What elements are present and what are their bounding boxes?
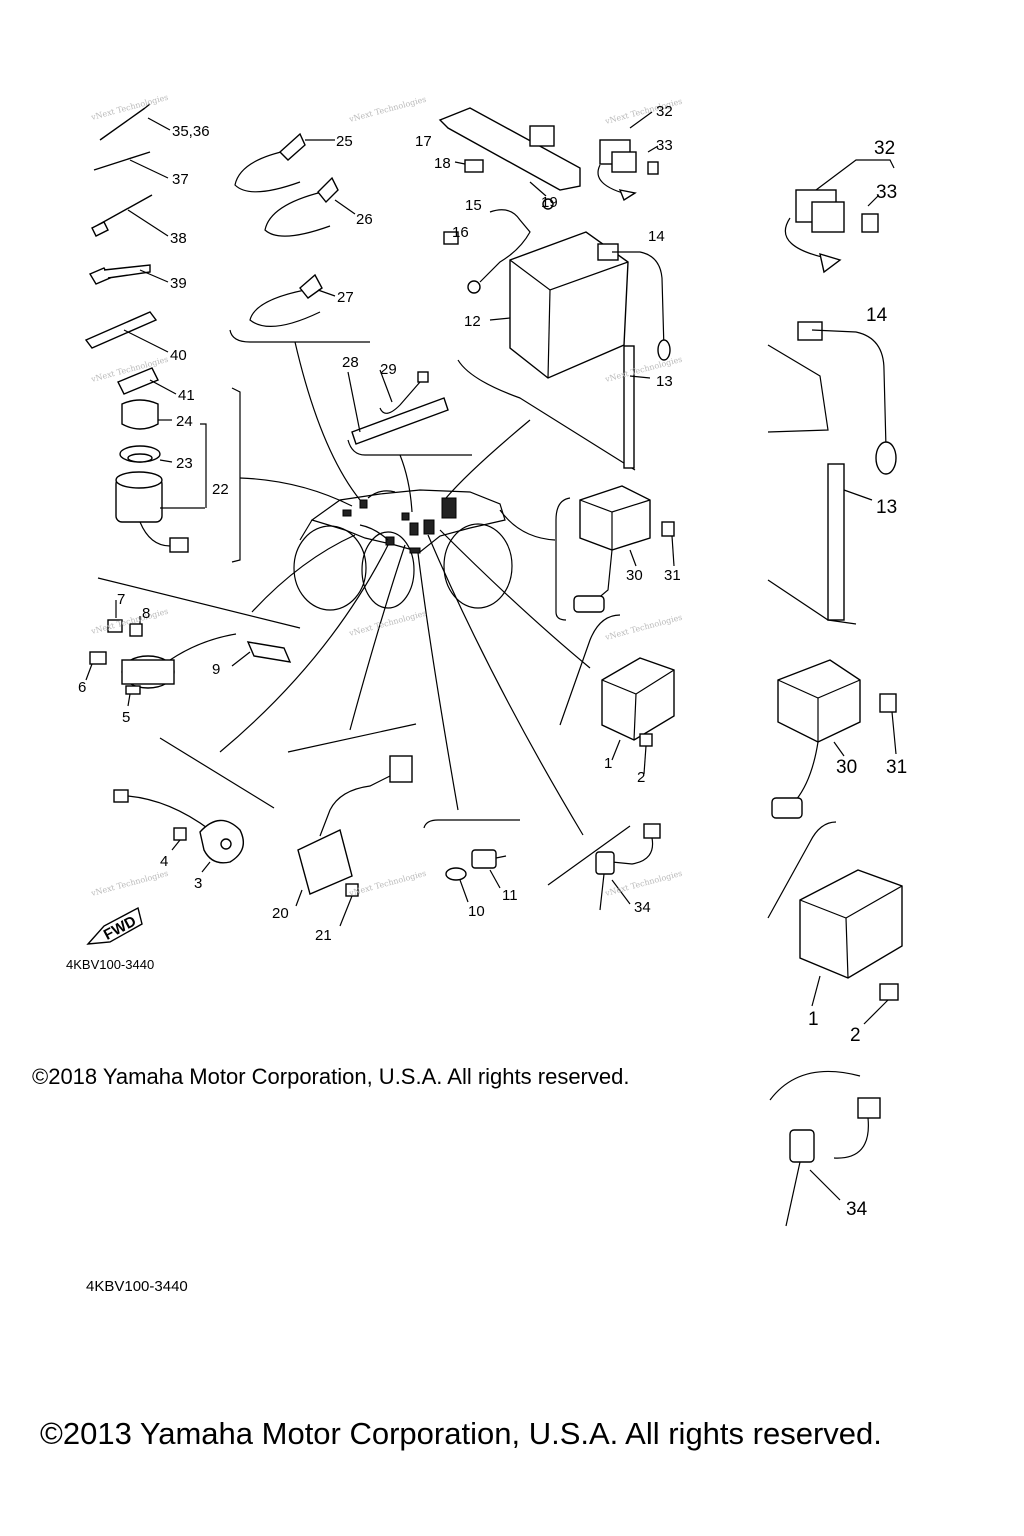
ignition-coil-group xyxy=(573,485,675,613)
callout-28: 28 xyxy=(342,354,359,371)
callout-7: 7 xyxy=(117,591,125,608)
starter-relay-group xyxy=(597,111,659,202)
callout-18: 18 xyxy=(434,155,451,172)
callout-17: 17 xyxy=(415,133,432,150)
callout-4: 4 xyxy=(160,853,168,870)
callout-25: 25 xyxy=(336,133,353,150)
group-brackets xyxy=(97,329,636,886)
detail-callout-30: 30 xyxy=(836,757,857,778)
callout-32: 32 xyxy=(656,103,673,120)
callout-15: 15 xyxy=(465,197,482,214)
callout-19: 19 xyxy=(541,194,558,211)
svg-text:vNext Technologies: vNext Technologies xyxy=(347,95,427,125)
copyright-2018: ©2018 Yamaha Motor Corporation, U.S.A. A… xyxy=(32,1064,630,1089)
detail-sensor xyxy=(769,1070,881,1227)
cable-ties-group xyxy=(84,103,177,395)
detail-coil xyxy=(771,659,897,819)
callout-37: 37 xyxy=(172,171,189,188)
detail-cdi xyxy=(767,821,903,1025)
detail-callout-2: 2 xyxy=(850,1025,861,1046)
fwd-arrow-icon: FWD xyxy=(86,906,143,945)
callout-33: 33 xyxy=(656,137,673,154)
pickup-coil-group xyxy=(85,600,292,707)
svg-text:vNext Technologies: vNext Technologies xyxy=(89,93,169,123)
regulator-group xyxy=(295,755,413,927)
callout-12: 12 xyxy=(464,313,481,330)
detail-callout-32: 32 xyxy=(874,138,895,159)
copyright-2013: ©2013 Yamaha Motor Corporation, U.S.A. A… xyxy=(40,1416,882,1451)
battery-group xyxy=(438,107,671,469)
detail-callout-31: 31 xyxy=(886,757,907,778)
atv-outline xyxy=(293,489,513,611)
callout-24: 24 xyxy=(176,413,193,430)
callout-29: 29 xyxy=(380,361,397,378)
callout-23: 23 xyxy=(176,455,193,472)
callout-22: 22 xyxy=(212,481,229,498)
callout-39: 39 xyxy=(170,275,187,292)
callout-1: 1 xyxy=(604,755,612,772)
callout-27: 27 xyxy=(337,289,354,306)
svg-text:vNext Technologies: vNext Technologies xyxy=(603,613,683,643)
callout-11: 11 xyxy=(502,887,518,904)
group-leaders xyxy=(219,341,591,836)
callout-5: 5 xyxy=(122,709,130,726)
callout-20: 20 xyxy=(272,905,289,922)
svg-text:vNext Technologies: vNext Technologies xyxy=(89,607,169,637)
detail-callout-13: 13 xyxy=(876,497,897,518)
neutral-switch-group xyxy=(445,849,507,903)
diagram-code: 4KBV100-3440 xyxy=(66,957,154,972)
callout-13: 13 xyxy=(656,373,673,390)
callout-10: 10 xyxy=(468,903,485,920)
callout-21: 21 xyxy=(315,927,332,944)
detail-callout-14: 14 xyxy=(866,305,888,326)
callout-8: 8 xyxy=(142,605,150,622)
diagram-code-bottom: 4KBV100-3440 xyxy=(86,1278,188,1295)
main-switch-group xyxy=(115,399,207,553)
callout-14: 14 xyxy=(648,228,665,245)
callout-30: 30 xyxy=(626,567,643,584)
callout-38: 38 xyxy=(170,230,187,247)
detail-callout-34: 34 xyxy=(846,1199,868,1220)
detail-battery xyxy=(767,321,897,625)
detail-callout-33: 33 xyxy=(876,182,897,203)
rectifier-bracket-group xyxy=(113,789,244,873)
callout-41: 41 xyxy=(178,387,195,404)
callout-34: 34 xyxy=(634,899,651,916)
callout-3: 3 xyxy=(194,875,202,892)
svg-text:vNext Technologies: vNext Technologies xyxy=(347,609,427,639)
plug-caps-group xyxy=(234,132,356,327)
wire-harness-group xyxy=(347,369,449,445)
callout-2: 2 xyxy=(637,769,645,786)
detail-callout-1: 1 xyxy=(808,1009,819,1030)
detail-callouts: 32 33 14 13 30 31 1 2 34 xyxy=(808,138,907,1220)
callout-40: 40 xyxy=(170,347,187,364)
svg-text:vNext Technologies: vNext Technologies xyxy=(347,869,427,899)
callout-9: 9 xyxy=(212,661,220,678)
callout-16: 16 xyxy=(452,224,469,241)
callout-31: 31 xyxy=(664,567,681,584)
detail-relay xyxy=(784,159,895,274)
callouts: 1 2 3 4 5 6 7 8 9 10 11 12 13 14 15 16 1… xyxy=(78,103,681,944)
callout-26: 26 xyxy=(356,211,373,228)
speed-sensor-group xyxy=(595,823,661,911)
callout-35-36: 35,36 xyxy=(172,123,210,140)
callout-6: 6 xyxy=(78,679,86,696)
svg-text:vNext Technologies: vNext Technologies xyxy=(89,869,169,899)
cdi-unit-group xyxy=(601,657,675,775)
